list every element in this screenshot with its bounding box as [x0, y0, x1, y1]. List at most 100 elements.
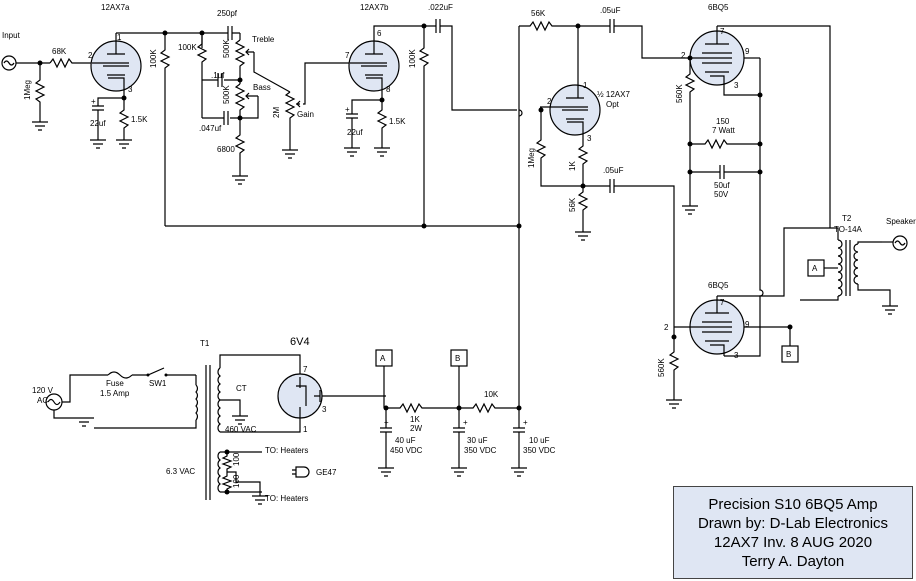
pin-label: 1 [303, 425, 308, 434]
r-150-watt-label: 7 Watt [712, 126, 736, 135]
t2-model-label: TO-14A [834, 225, 863, 234]
r-68k-label: 68K [52, 47, 67, 56]
resistor-560k-bottom [668, 337, 680, 400]
c-047uf-label: .047uf [199, 124, 222, 133]
r-100k-tone-label: 100K [178, 43, 197, 52]
capacitor-22uf-b [346, 113, 358, 148]
treble-pot [234, 39, 246, 84]
resistor-100k-plate-b [418, 26, 430, 226]
resistor-56k-pi [577, 186, 589, 232]
resistor-100k-tone [196, 36, 208, 118]
resistor-10k [459, 402, 519, 414]
tube-v2-label: ½ 12AX7 [597, 90, 630, 99]
c-22uf-b-label: 22uf [347, 128, 363, 137]
ground-symbol [32, 121, 48, 131]
title-block: Precision S10 6BQ5 Amp Drawn by: D-Lab E… [673, 486, 913, 579]
vac460-label: 460 VAC [225, 425, 257, 434]
input-label: Input [2, 31, 21, 40]
pin-label: 9 [745, 320, 750, 329]
pin-label: 1 [583, 81, 588, 90]
resistor-56k [519, 20, 578, 32]
t2-label: T2 [842, 214, 852, 223]
gain-pot [284, 91, 296, 150]
plus-mark: + [523, 418, 528, 427]
plus-mark: + [91, 97, 96, 106]
resistor-1meg-pi [535, 110, 610, 187]
ge47-label: GE47 [316, 468, 337, 477]
capacitor-22uf-a [92, 105, 104, 140]
power-transformer [195, 365, 221, 500]
r-6800-label: 6800 [217, 145, 235, 154]
pot-500k-bass-label: 500K [222, 85, 231, 104]
r-1k5-b-label: 1.5K [389, 117, 406, 126]
tube-6v4-label: 6V4 [290, 336, 310, 348]
node-a-psu-label: A [380, 354, 386, 363]
r-10k-label: 10K [484, 390, 499, 399]
resistor-6800 [234, 120, 246, 176]
resistor-1meg-input [34, 63, 46, 122]
output-transformer [837, 239, 859, 297]
pot-500k-treble-label: 500K [222, 39, 231, 58]
pin-label: 7 [345, 51, 350, 60]
speaker-label: Speaker [886, 217, 916, 226]
r-56k-pi-label: 56K [568, 197, 577, 212]
capacitor-05uf-mid [609, 179, 615, 193]
node-b-box [781, 345, 799, 363]
tube-out-top-label: 6BQ5 [708, 3, 729, 12]
r-1k-pi-label: 1K [568, 161, 577, 171]
c-22uf-a-label: 22uf [90, 119, 106, 128]
mains-source [45, 393, 63, 411]
pin-label: 8 [386, 85, 391, 94]
input-jack [1, 55, 17, 71]
r-100-a-label: 100 [232, 452, 241, 466]
c-40uf-v-label: 450 VDC [390, 446, 423, 455]
pin-label: 7 [720, 27, 725, 36]
capacitor-40uf [380, 408, 392, 468]
pin-label: 7 [720, 298, 725, 307]
capacitor-30uf [453, 408, 465, 468]
c-1uf-label: .1uf [211, 71, 225, 80]
heaters1-label: TO: Heaters [265, 446, 308, 455]
title-line-2: Drawn by: D-Lab Electronics [697, 514, 889, 532]
resistor-68k [49, 57, 92, 69]
c-10uf-label: 10 uF [529, 436, 550, 445]
r-1k5-a-label: 1.5K [131, 115, 148, 124]
title-line-3: 12AX7 Inv. 8 AUG 2020 [713, 533, 873, 551]
pilot-lamp-ge47 [295, 466, 310, 478]
capacitor-01uf [217, 73, 223, 87]
capacitor-022uf [435, 19, 441, 33]
sw1-label: SW1 [149, 379, 167, 388]
title-line-4: Terry A. Dayton [741, 552, 845, 570]
pin-label: 1 [117, 33, 122, 42]
fuse [107, 371, 133, 379]
c-30uf-v-label: 350 VDC [464, 446, 497, 455]
node-a-label: A [812, 264, 818, 273]
resistor-100-a [221, 452, 233, 472]
node-b-label: B [786, 350, 791, 359]
plus-mark: + [384, 418, 389, 427]
speaker-jack [892, 235, 908, 251]
c-50uf-v-label: 50V [714, 190, 729, 199]
treble-label: Treble [252, 35, 275, 44]
capacitor-10uf [513, 408, 525, 468]
capacitor-250pf [227, 26, 233, 40]
resistor-1k-2w [386, 402, 459, 414]
pin-label: 3 [734, 81, 739, 90]
mains-label: 120 V [32, 386, 54, 395]
tube-v1a-label: 12AX7a [101, 3, 130, 12]
r-560k-bot-label: 560K [657, 358, 666, 377]
tube-out-bottom-label: 6BQ5 [708, 281, 729, 290]
pin-label: 2 [664, 323, 669, 332]
tube-v2-note: Opt [606, 100, 620, 109]
title-line-1: Precision S10 6BQ5 Amp [708, 495, 878, 513]
gain-label: Gain [297, 110, 314, 119]
r-560k-top-label: 560K [675, 84, 684, 103]
c-250pf-label: 250pf [217, 9, 238, 18]
heaters2-label: TO: Heaters [265, 494, 308, 503]
fuse-rating-label: 1.5 Amp [100, 389, 130, 398]
capacitor-50uf [719, 165, 725, 179]
r-150-label: 150 [716, 117, 730, 126]
switch-sw1 [132, 367, 196, 376]
r-100k-a-label: 100K [149, 49, 158, 68]
